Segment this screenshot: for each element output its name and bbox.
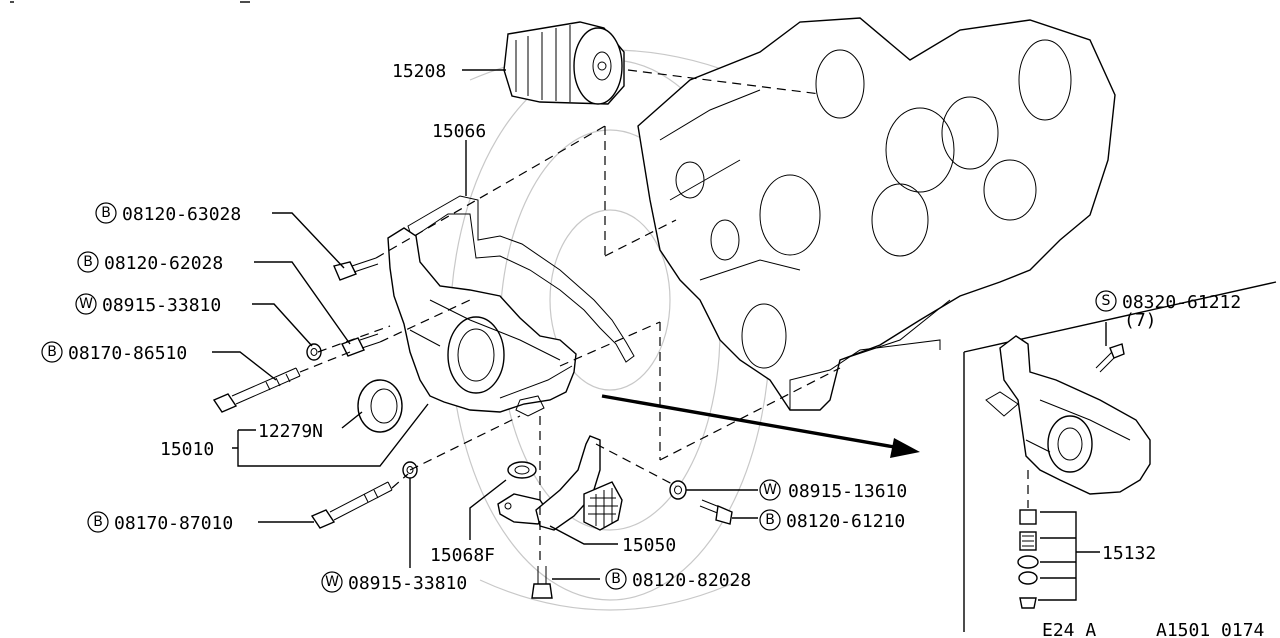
label-bolt-62028: 08120-62028 [104, 253, 223, 274]
marker-b-62028: B [77, 251, 99, 273]
inset-arrow [601, 394, 920, 458]
label-strainer: 15050 [622, 535, 676, 556]
marker-b-87010: B [87, 511, 109, 533]
label-strainer-gasket: 15068F [430, 545, 495, 566]
label-washer-33810-b: 08915-33810 [348, 573, 467, 594]
marker-w-33810-a: W [75, 293, 97, 315]
svg-text:W: W [325, 574, 339, 590]
label-oil-pump: 15010 [160, 439, 214, 460]
relief-valve-parts [1017, 509, 1039, 609]
label-washer-33810-a: 08915-33810 [102, 295, 221, 316]
bolt-63028 [333, 257, 379, 281]
label-bolt-63028: 08120-63028 [122, 204, 241, 225]
label-engine-code: E24 A [1042, 620, 1096, 638]
oil-strainer [497, 435, 623, 531]
label-gasket: 15066 [432, 121, 486, 142]
strainer-gasket [507, 461, 537, 479]
alignment-lines [299, 69, 841, 560]
svg-text:W: W [79, 296, 93, 312]
engine-block [637, 17, 1116, 411]
svg-text:S: S [1102, 293, 1111, 309]
marker-b-82028: B [605, 568, 627, 590]
marker-b-61210: B [759, 509, 781, 531]
marker-b-86510: B [41, 341, 63, 363]
washer-33810-a [306, 343, 322, 361]
front-cover-gasket [407, 195, 635, 363]
svg-text:B: B [47, 344, 57, 360]
marker-s-61212: S [1095, 290, 1117, 312]
label-bolt-82028: 08120-82028 [632, 570, 751, 591]
washer-13610 [669, 480, 687, 500]
svg-text:B: B [93, 514, 103, 530]
label-oil-filter: 15208 [392, 61, 446, 82]
label-bolt-61210: 08120-61210 [786, 511, 905, 532]
inset-panel [963, 281, 1277, 632]
bolt-86510 [212, 367, 301, 413]
svg-text:W: W [763, 482, 777, 498]
svg-text:B: B [83, 254, 93, 270]
label-diagram-code: A1501 0174 [1156, 620, 1264, 638]
marker-b-63028: B [95, 202, 117, 224]
label-oil-seal: 12279N [258, 421, 323, 442]
oil-filter [503, 21, 625, 105]
oil-pump-cover [387, 227, 577, 417]
label-relief-valve: 15132 [1102, 543, 1156, 564]
label-bolt-86510: 08170-86510 [68, 343, 187, 364]
bolt-82028 [531, 566, 553, 599]
label-inset-bolt: 08320-61212 [1122, 292, 1241, 313]
svg-text:B: B [611, 571, 621, 587]
label-washer-13610: 08915-13610 [788, 481, 907, 502]
leader-lines [212, 69, 1107, 601]
label-bolt-87010: 08170-87010 [114, 513, 233, 534]
svg-text:B: B [101, 205, 111, 221]
svg-text:B: B [765, 512, 775, 528]
bolt-87010 [310, 481, 393, 529]
bolt-61210 [699, 499, 733, 525]
marker-w-13610: W [759, 479, 781, 501]
oil-seal [357, 379, 403, 433]
label-inset-qty: (7) [1124, 310, 1157, 331]
marker-w-33810-b: W [321, 571, 343, 593]
